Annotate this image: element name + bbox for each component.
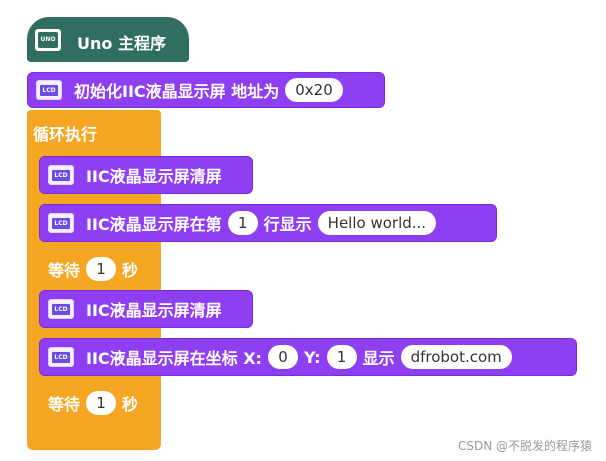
text-input[interactable]: Hello world... <box>317 211 437 235</box>
wait-unit-label: 秒 <box>122 395 139 414</box>
lcd-clear-block[interactable]: LCD IIC液晶显示屏清屏 <box>39 290 253 328</box>
print-row-label: IIC液晶显示屏在第 <box>86 215 222 234</box>
lcd-print-xy-block[interactable]: LCD IIC液晶显示屏在坐标 X: 0 Y: 1 显示 dfrobot.com <box>39 338 577 376</box>
y-label: Y: <box>303 347 321 367</box>
uno-board-icon: UNO <box>35 29 61 51</box>
wait-seconds-input[interactable]: 1 <box>86 257 117 281</box>
init-label: 初始化IIC液晶显示屏 地址为 <box>74 82 280 101</box>
wait-unit-label: 秒 <box>122 261 139 280</box>
wait-block[interactable]: 等待 1 秒 <box>39 386 161 420</box>
x-input[interactable]: 0 <box>267 345 298 369</box>
address-input[interactable]: 0x20 <box>285 78 343 102</box>
print-xy-label-suffix: 显示 <box>362 349 395 368</box>
hat-label: Uno 主程序 <box>77 34 166 53</box>
loop-label: 循环执行 <box>33 125 98 144</box>
wait-label: 等待 <box>48 261 81 280</box>
program-hat-block[interactable]: UNO Uno 主程序 <box>27 17 189 62</box>
lcd-print-row-block[interactable]: LCD IIC液晶显示屏在第 1 行显示 Hello world... <box>39 204 497 242</box>
print-row-label-suffix: 行显示 <box>263 215 312 234</box>
lcd-icon: LCD <box>48 347 74 367</box>
clear-label: IIC液晶显示屏清屏 <box>86 167 222 186</box>
wait-seconds-input[interactable]: 1 <box>86 391 117 415</box>
lcd-icon: LCD <box>48 165 74 185</box>
wait-block[interactable]: 等待 1 秒 <box>39 252 161 286</box>
clear-label: IIC液晶显示屏清屏 <box>86 301 222 320</box>
print-xy-label: IIC液晶显示屏在坐标 X: <box>86 349 262 368</box>
lcd-icon: LCD <box>48 213 74 233</box>
watermark: CSDN @不脱发的程序猿 <box>457 439 592 453</box>
lcd-init-block[interactable]: LCD 初始化IIC液晶显示屏 地址为 0x20 <box>27 72 385 108</box>
wait-label: 等待 <box>48 395 81 414</box>
lcd-clear-block[interactable]: LCD IIC液晶显示屏清屏 <box>39 156 253 194</box>
text-input[interactable]: dfrobot.com <box>400 345 512 369</box>
lcd-icon: LCD <box>36 80 62 100</box>
lcd-icon: LCD <box>48 299 74 319</box>
uno-board-icon-label: UNO <box>38 32 58 48</box>
y-input[interactable]: 1 <box>326 345 357 369</box>
row-input[interactable]: 1 <box>227 211 258 235</box>
